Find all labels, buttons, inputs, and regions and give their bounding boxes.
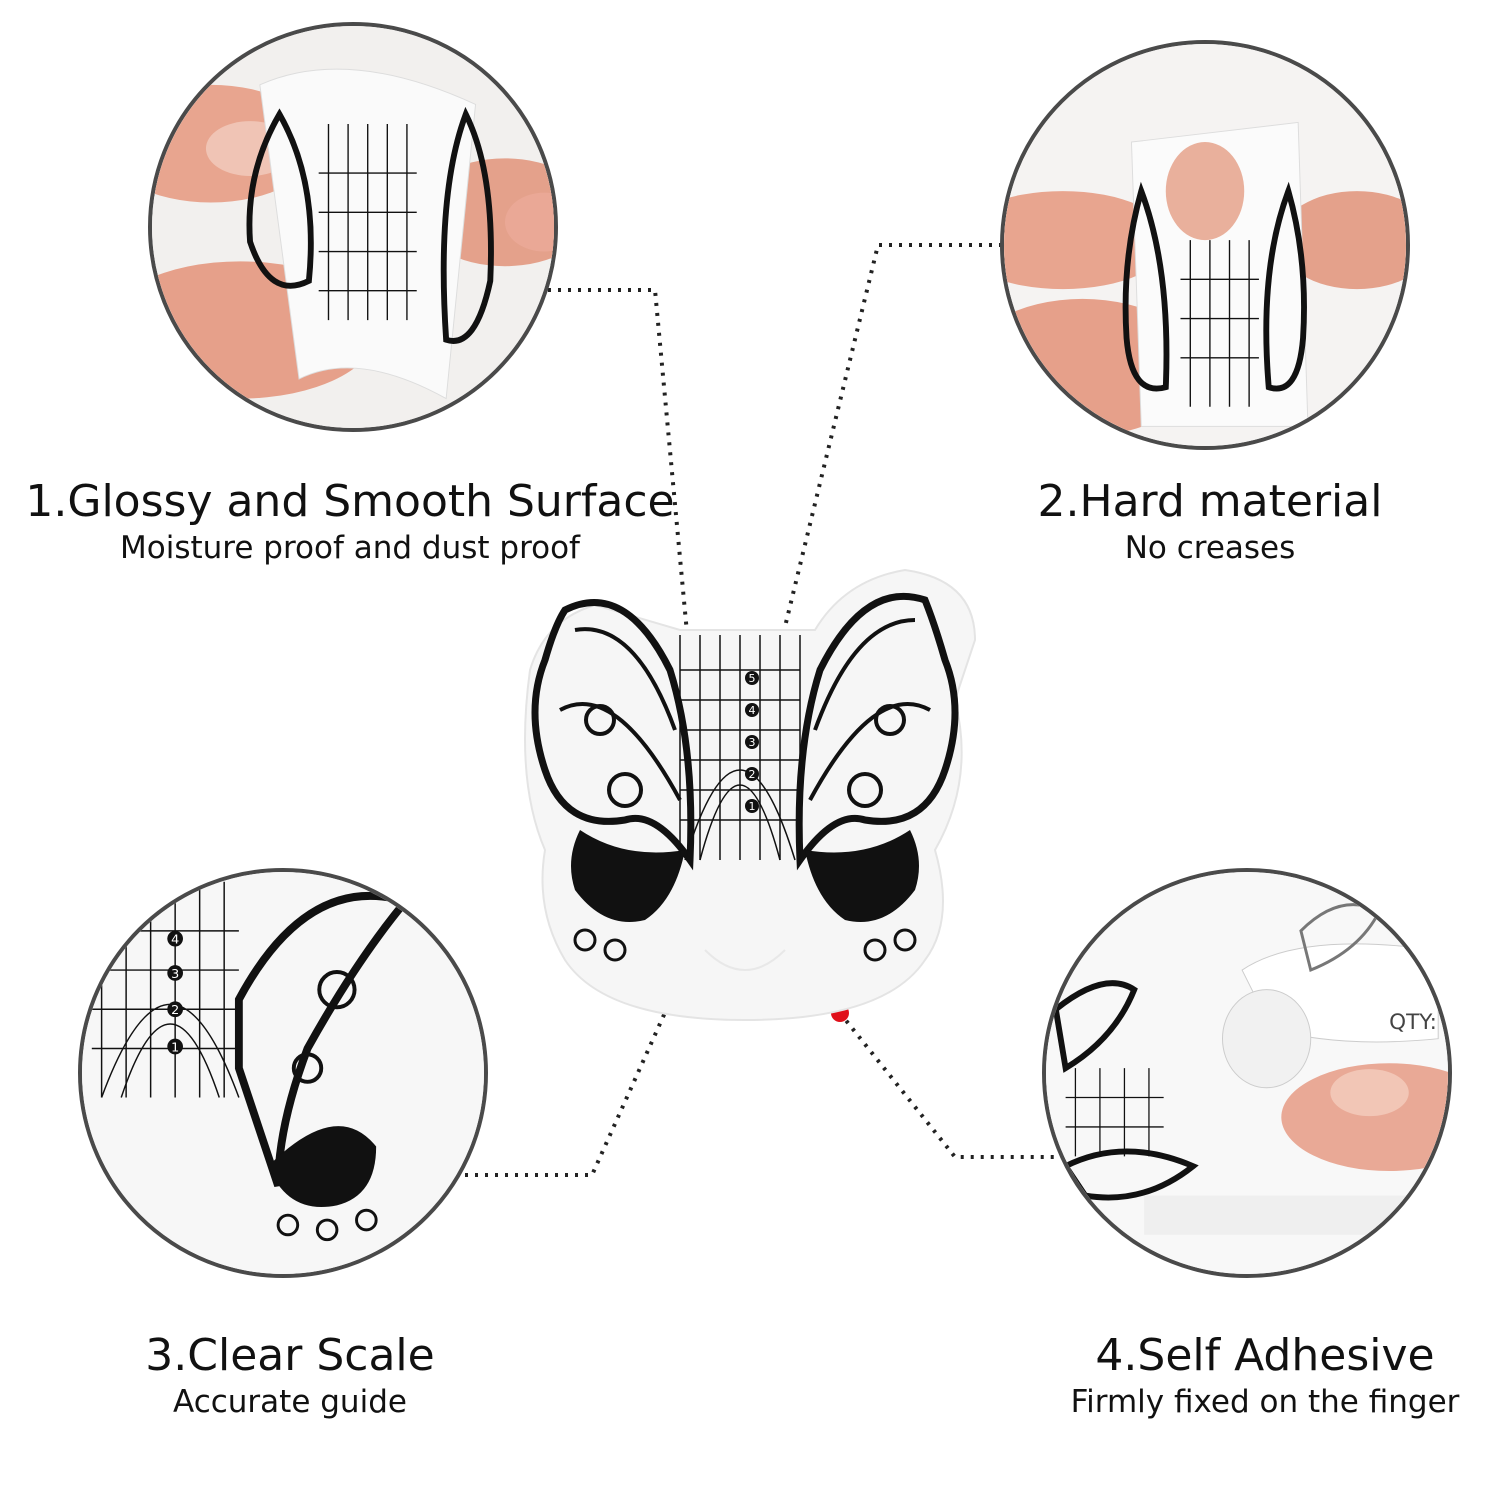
closeup-scale-number: 3 — [171, 967, 179, 982]
scale-number: 3 — [749, 736, 756, 749]
feature-subtitle: Firmly fixed on the finger — [1070, 1384, 1460, 1420]
closeup-scale-number: 4 — [171, 933, 179, 948]
qty-label: QTY: — [1389, 1010, 1437, 1035]
photo-glossy-surface — [148, 22, 558, 432]
feature-subtitle: Moisture proof and dust proof — [120, 530, 580, 566]
feature-title: 3.Clear Scale — [145, 1330, 435, 1381]
scale-number: 4 — [749, 704, 756, 717]
feature-self-adhesive: 4.Self Adhesive Firmly fixed on the fing… — [1040, 1330, 1490, 1422]
feature-title: 1.Glossy and Smooth Surface — [25, 476, 675, 527]
feature-title: 4.Self Adhesive — [1095, 1330, 1435, 1381]
photo-clear-scale: 4 3 2 1 — [78, 868, 488, 1278]
closeup-scale-number: 1 — [171, 1040, 179, 1055]
feature-hard-material: 2.Hard material No creases — [1000, 476, 1420, 568]
feature-title: 2.Hard material — [1037, 476, 1383, 527]
feature-clear-scale: 3.Clear Scale Accurate guide — [80, 1330, 500, 1422]
closeup-scale-number: 2 — [171, 1003, 179, 1018]
scale-number: 2 — [749, 768, 756, 781]
photo-self-adhesive: QTY: — [1042, 868, 1452, 1278]
butterfly-nail-form: 5 4 3 2 1 — [505, 560, 985, 1030]
scale-number: 5 — [749, 672, 756, 685]
scale-number: 1 — [749, 800, 756, 813]
feature-glossy-surface: 1.Glossy and Smooth Surface Moisture pro… — [20, 476, 680, 568]
photo-hard-material — [1000, 40, 1410, 450]
feature-subtitle: No creases — [1124, 530, 1296, 566]
feature-subtitle: Accurate guide — [173, 1384, 407, 1420]
